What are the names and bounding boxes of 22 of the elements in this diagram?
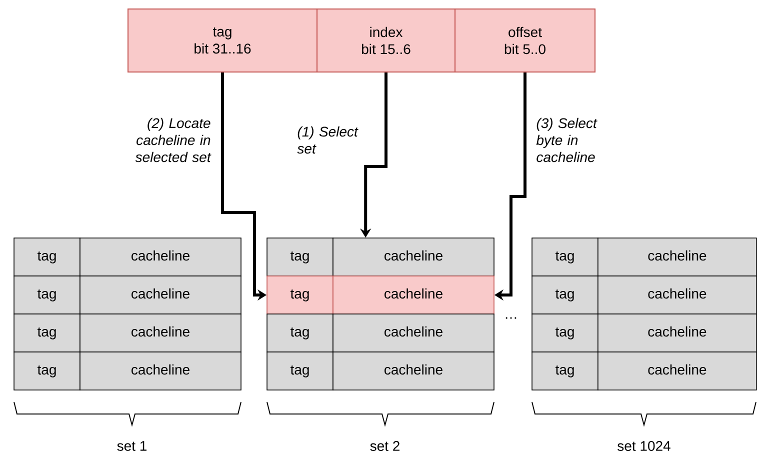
address-field: index bit 15..6 (316, 8, 456, 72)
set-label: set 2 (370, 441, 400, 451)
tag-cell: tag (14, 238, 80, 276)
address-field: tag bit 31..16 (128, 8, 318, 72)
tag-cell: tag (532, 276, 598, 314)
tag-cell: tag (266, 276, 334, 314)
tag-cell: tag (266, 314, 334, 352)
edge-label: (3) Select byte in cacheline (536, 118, 598, 162)
tag-cell: tag (532, 314, 598, 352)
ellipsis: … (506, 317, 516, 319)
tag-cell: tag (532, 238, 598, 276)
tag-cell: tag (266, 352, 334, 390)
tag-cell: tag (14, 352, 80, 390)
set-label: set 1 (117, 441, 146, 451)
tag-cell: tag (266, 238, 334, 276)
tag-cell: tag (14, 314, 80, 352)
tag-cell: tag (532, 352, 598, 390)
address-field: offset bit 5..0 (454, 8, 596, 72)
edge-label: (2) Locate cacheline in selected set (135, 118, 212, 162)
edge-label: (1) Select set (297, 126, 358, 154)
tag-cell: tag (14, 276, 80, 314)
set-label: set 1024 (618, 441, 670, 451)
